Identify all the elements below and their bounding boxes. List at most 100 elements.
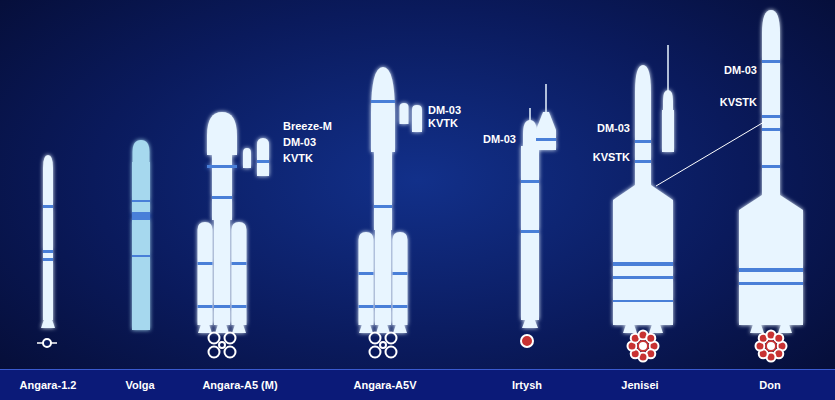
escape-tower — [667, 45, 669, 92]
engine-symbol — [209, 333, 220, 344]
engine-symbol — [225, 347, 236, 358]
stage-band — [232, 305, 247, 308]
engine-symbol — [43, 339, 51, 347]
stage-body — [536, 130, 556, 150]
rocket-name: Don — [759, 379, 780, 392]
stage-label: DM-03 — [597, 122, 630, 135]
stage-band — [198, 305, 213, 308]
stage-band — [613, 262, 673, 266]
stage-band — [212, 196, 232, 199]
nose-fairing — [43, 155, 53, 178]
stage-band — [132, 212, 150, 220]
stage-band — [43, 205, 53, 208]
stage-body — [374, 152, 392, 230]
stage-body — [214, 217, 230, 325]
rockets — [41, 10, 803, 333]
rocket-name: Angara-1.2 — [20, 379, 77, 392]
interstage — [778, 325, 792, 333]
stage-band — [393, 272, 408, 275]
engine-symbol — [521, 335, 533, 347]
stage-band — [739, 282, 803, 285]
stage-body — [359, 246, 374, 325]
stage-label: KVSTK — [720, 96, 757, 109]
engine-symbol — [386, 333, 397, 344]
interstage — [41, 320, 55, 328]
nose-fairing — [207, 112, 237, 155]
engine-symbol — [766, 341, 776, 351]
stage-band — [762, 115, 780, 118]
interstage — [359, 325, 373, 333]
stage-band — [132, 255, 150, 257]
engine-symbol — [219, 342, 225, 348]
stage-body — [132, 162, 150, 330]
stage-band — [762, 165, 780, 168]
stage-band — [232, 262, 247, 265]
rocket-name: Volga — [125, 379, 154, 392]
stage-body — [257, 150, 269, 176]
nose-fairing — [232, 222, 247, 236]
engine-symbol — [380, 342, 386, 348]
engine-symbol — [638, 341, 648, 351]
escape-tower — [529, 108, 531, 122]
stage-band — [613, 276, 673, 279]
name-bar: Angara-1.2 Volga Angara-A5 (M) Angara-A5V Ir… — [0, 369, 835, 400]
nose-fairing — [243, 148, 251, 156]
stage-band — [257, 160, 269, 163]
engine-symbol — [370, 333, 381, 344]
engine-symbol — [209, 347, 220, 358]
nose-fairing — [663, 90, 673, 110]
stage-body — [762, 52, 780, 195]
stage-label: KVTK — [283, 152, 313, 165]
stage-band — [207, 165, 237, 168]
nose-fairing — [371, 67, 395, 152]
stage-label: DM-03 — [724, 64, 757, 77]
stage-body — [198, 236, 213, 325]
nose-fairing — [359, 232, 374, 246]
interstage — [536, 112, 556, 130]
engine-symbol — [386, 347, 397, 358]
stage-body — [375, 227, 391, 325]
stage-band — [132, 200, 150, 202]
nose-fairing — [412, 105, 422, 113]
interstage — [376, 325, 390, 333]
interstage — [750, 325, 764, 333]
interstage — [198, 325, 212, 333]
stage-band — [374, 205, 392, 208]
stage-band — [393, 305, 408, 308]
stage-label: DM-03 — [483, 133, 516, 146]
rocket-name: Irtysh — [512, 379, 542, 392]
interstage — [623, 325, 637, 333]
interstage — [739, 195, 803, 210]
engine-symbol — [646, 334, 655, 343]
stage-band — [739, 268, 803, 272]
nose-fairing — [257, 138, 269, 150]
stage-body — [243, 156, 251, 168]
interstage — [522, 320, 538, 328]
escape-tower — [545, 84, 547, 112]
rocket-name: Angara-A5V — [354, 379, 417, 392]
engine-symbol — [774, 334, 783, 343]
interstage — [232, 325, 246, 333]
stage-band — [521, 180, 539, 183]
nose-fairing — [635, 65, 651, 115]
stage-band — [762, 60, 780, 63]
stage-band — [43, 250, 53, 253]
stage-body — [393, 246, 408, 325]
stage-band — [359, 272, 374, 275]
rocket-name: Angara-A5 (M) — [202, 379, 277, 392]
stage-body — [232, 236, 247, 325]
leader-line — [656, 122, 764, 186]
interstage — [215, 325, 229, 333]
stage-band — [762, 128, 780, 131]
stage-body — [662, 110, 674, 152]
nose-fairing — [198, 222, 213, 236]
stage-body — [739, 210, 803, 325]
stage-body — [521, 146, 539, 320]
stage-label: KVSTK — [593, 151, 630, 164]
stage-body — [613, 200, 673, 325]
stage-body — [43, 178, 53, 320]
stage-body — [212, 155, 232, 220]
stage-band — [613, 300, 673, 302]
